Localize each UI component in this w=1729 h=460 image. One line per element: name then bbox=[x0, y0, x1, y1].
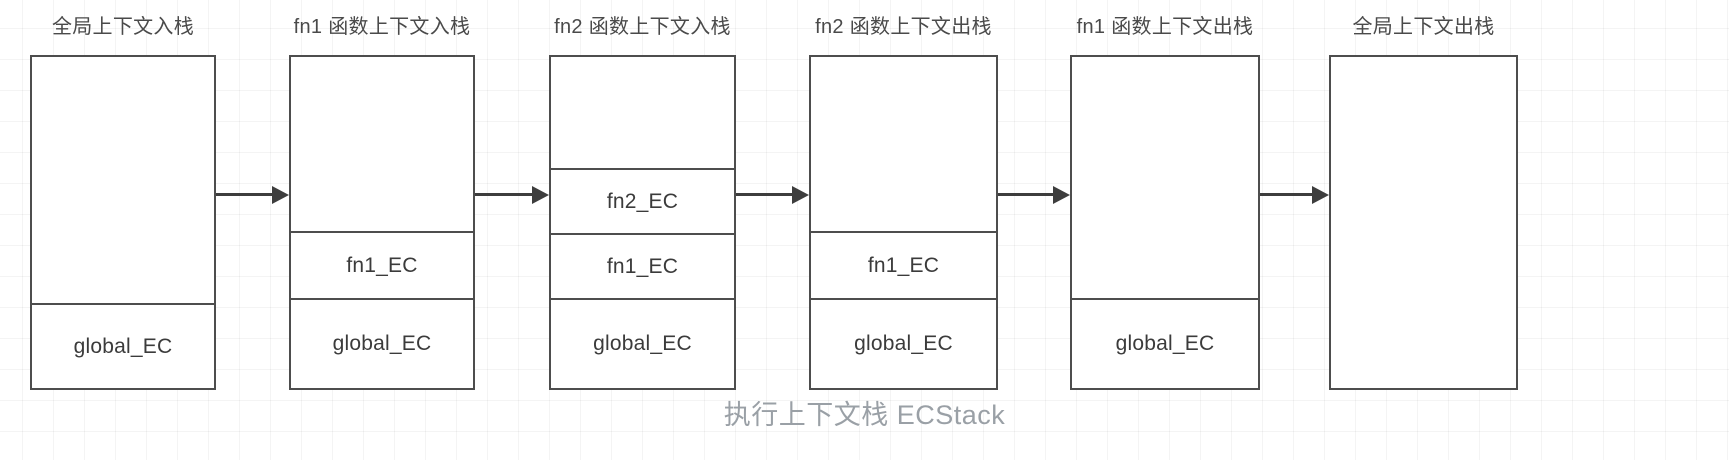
stack-empty-space bbox=[291, 57, 473, 231]
stack-header-global-push: 全局上下文入栈 bbox=[51, 16, 195, 38]
stack-frame: global_EC bbox=[32, 303, 214, 388]
stack-frame: fn1_EC bbox=[551, 233, 734, 298]
arrow-line-icon bbox=[1260, 193, 1313, 196]
arrow-line-icon bbox=[736, 193, 793, 196]
stack-box-global-pop bbox=[1329, 55, 1518, 390]
flow-arrow-1 bbox=[216, 186, 289, 204]
stack-header-fn2-push: fn2 函数上下文入栈 bbox=[554, 16, 731, 38]
flow-arrow-3 bbox=[736, 186, 809, 204]
stack-frame: fn1_EC bbox=[291, 231, 473, 298]
arrow-head-icon bbox=[532, 186, 549, 204]
stack-frame: global_EC bbox=[1072, 298, 1258, 388]
flow-arrow-5 bbox=[1260, 186, 1329, 204]
stack-frame: global_EC bbox=[811, 298, 996, 388]
stack-frame: global_EC bbox=[551, 298, 734, 388]
flow-arrow-2 bbox=[475, 186, 549, 204]
stack-frame: global_EC bbox=[291, 298, 473, 388]
stack-frame: fn1_EC bbox=[811, 231, 996, 298]
stack-header-global-pop: 全局上下文出栈 bbox=[1352, 16, 1495, 38]
stack-header-fn1-push: fn1 函数上下文入栈 bbox=[293, 16, 471, 38]
diagram-caption: 执行上下文栈 ECStack bbox=[723, 400, 1006, 430]
stack-frame: fn2_EC bbox=[551, 168, 734, 233]
stack-empty-space bbox=[1331, 57, 1516, 388]
stack-empty-space bbox=[551, 57, 734, 168]
stack-box-fn1-pop: global_EC bbox=[1070, 55, 1260, 390]
stack-empty-space bbox=[811, 57, 996, 231]
stack-header-fn2-pop: fn2 函数上下文出栈 bbox=[815, 16, 992, 38]
arrow-line-icon bbox=[998, 193, 1054, 196]
stack-empty-space bbox=[1072, 57, 1258, 298]
arrow-head-icon bbox=[272, 186, 289, 204]
arrow-line-icon bbox=[475, 193, 533, 196]
arrow-head-icon bbox=[1312, 186, 1329, 204]
flow-arrow-4 bbox=[998, 186, 1070, 204]
stack-empty-space bbox=[32, 57, 214, 303]
arrow-head-icon bbox=[792, 186, 809, 204]
arrow-head-icon bbox=[1053, 186, 1070, 204]
stack-header-fn1-pop: fn1 函数上下文出栈 bbox=[1076, 16, 1254, 38]
stack-box-global-push: global_EC bbox=[30, 55, 216, 390]
arrow-line-icon bbox=[216, 193, 273, 196]
